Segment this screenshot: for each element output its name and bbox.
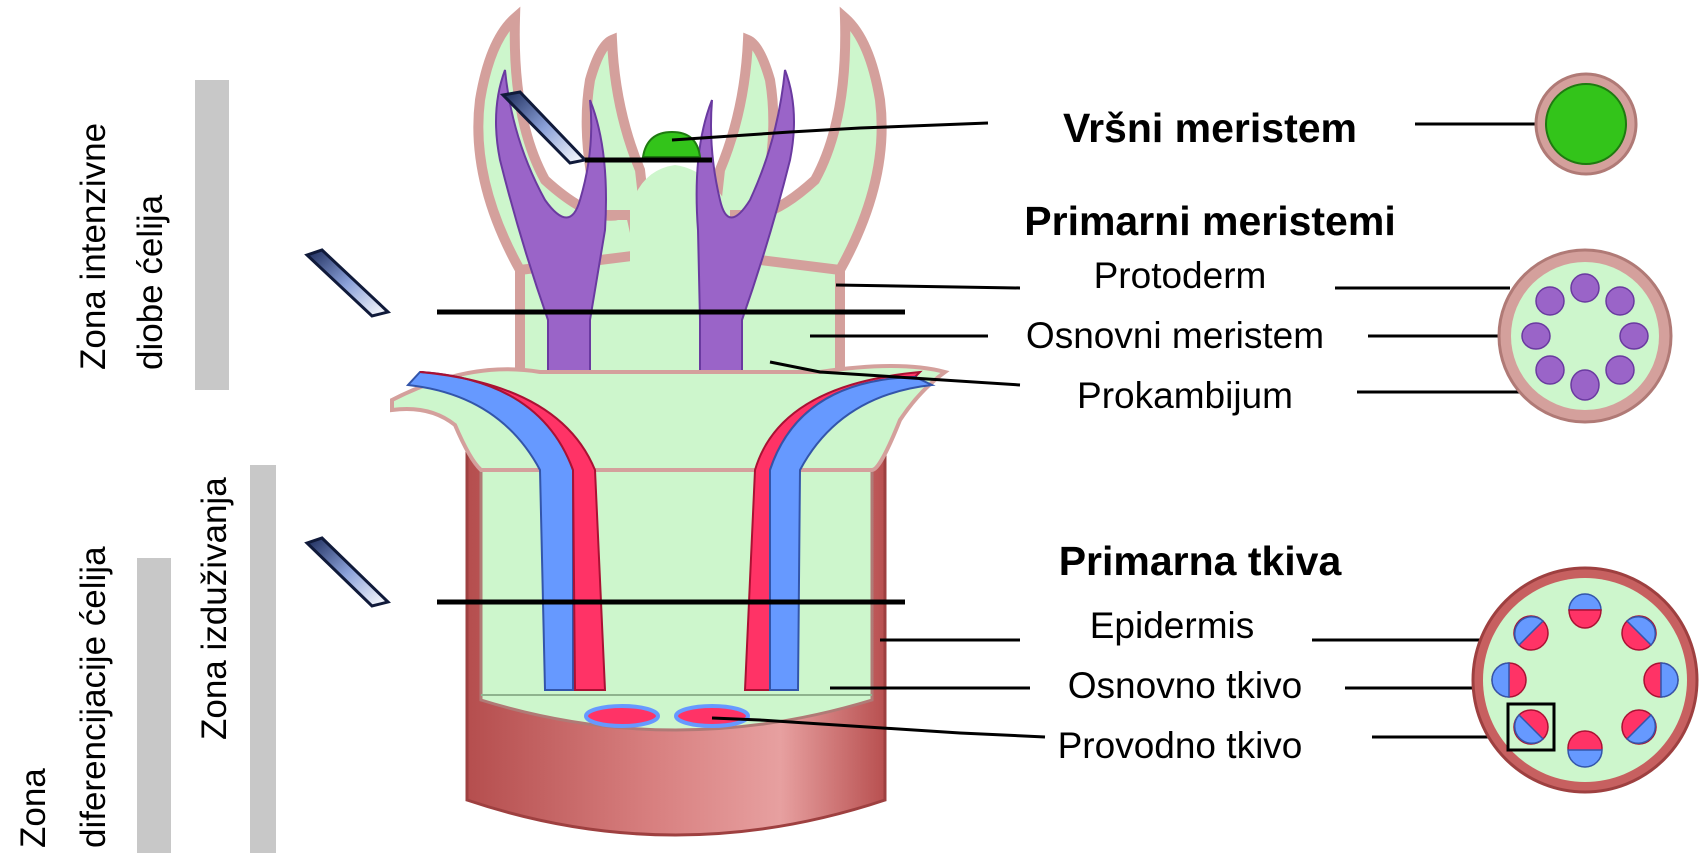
leader-protoderm-left <box>836 285 1020 288</box>
apical-meristem <box>643 132 700 157</box>
primary-tissue-section-icon <box>1473 568 1697 792</box>
apical-meristem-title: Vršni meristem <box>1063 105 1357 151</box>
stem-cylinder <box>467 430 885 835</box>
epidermis-label: Epidermis <box>1090 605 1255 646</box>
knife-icon <box>307 250 388 316</box>
apical-meristem-section-icon <box>1536 74 1636 174</box>
elongation-zone-bar <box>250 465 276 853</box>
differentiation-zone-label-line1: Zona <box>14 768 53 848</box>
section-labels: Vršni meristem Primarni meristemi Protod… <box>1024 105 1395 766</box>
bundle-end-right <box>676 706 748 726</box>
differentiation-zone-bar <box>137 558 171 853</box>
division-zone-label-line2: diobe ćelija <box>131 194 170 370</box>
procambium-label: Prokambijum <box>1077 375 1293 416</box>
elongation-zone-label: Zona izduživanja <box>195 477 234 740</box>
protoderm-label: Protoderm <box>1094 255 1267 296</box>
knife-icon <box>307 538 388 606</box>
ground-tissue-label: Osnovno tkivo <box>1068 665 1302 706</box>
division-zone-bar <box>195 80 229 390</box>
division-zone-label-line1: Zona intenzivne <box>74 123 113 370</box>
vascular-tissue-label: Provodno tkivo <box>1058 725 1303 766</box>
ground-meristem-label: Osnovni meristem <box>1026 315 1324 356</box>
differentiation-zone-label-line2: diferencijacije ćelija <box>74 546 113 848</box>
primary-meristems-title: Primarni meristemi <box>1024 198 1395 244</box>
primary-meristem-section-icon <box>1499 250 1671 422</box>
primary-tissues-title: Primarna tkiva <box>1059 538 1343 584</box>
bundle-end-left <box>586 706 658 726</box>
stem-upper <box>478 18 881 430</box>
